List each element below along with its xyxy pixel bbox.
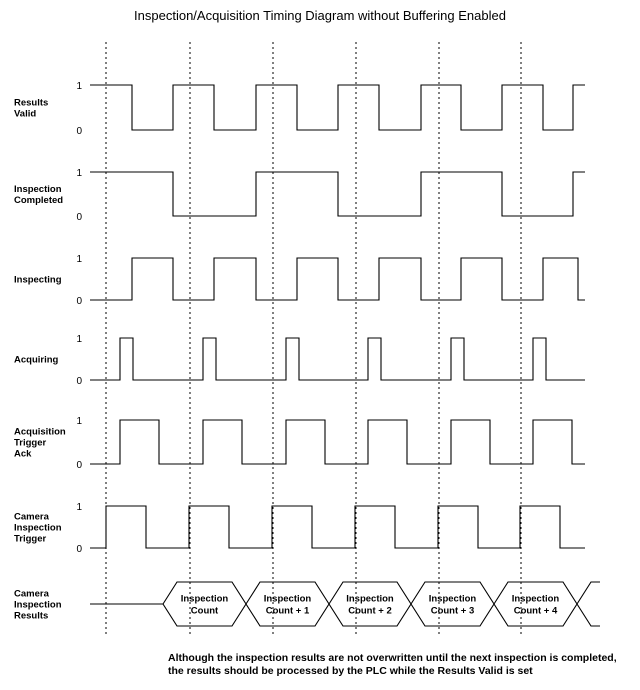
signal-label-line: Inspecting — [14, 275, 62, 286]
signal-label-line: Valid — [14, 109, 36, 120]
signal-label-line: Trigger — [14, 438, 47, 449]
axis-tick-high: 1 — [76, 416, 82, 427]
axis-tick-low: 0 — [76, 376, 82, 387]
axis-tick-high: 1 — [76, 168, 82, 179]
axis-tick-low: 0 — [76, 212, 82, 223]
bus-signal-label-line: Inspection — [14, 600, 62, 611]
axis-tick-high: 1 — [76, 334, 82, 345]
bus-signal-label-line: Results — [14, 611, 48, 622]
signal-row-2: 1 0 Inspecting — [14, 254, 585, 307]
axis-tick-high: 1 — [76, 254, 82, 265]
axis-tick-low: 0 — [76, 296, 82, 307]
signal-layer: 10ResultsValid10InspectionCompleted10Ins… — [14, 81, 585, 555]
bus-segment-label-line: Inspection — [429, 594, 477, 605]
footer-note-line-1: Although the inspection results are not … — [168, 652, 617, 664]
waveform-path — [90, 257, 585, 301]
bus-segment-label-line: Count + 2 — [348, 606, 392, 617]
signal-label-line: Ack — [14, 449, 32, 460]
waveform-path — [90, 84, 585, 131]
bus-segment-label-line: Count + 3 — [431, 606, 475, 617]
bus-tail — [576, 581, 600, 627]
bus-segment-label-line: Inspection — [181, 594, 229, 605]
waveform-path — [90, 171, 585, 217]
signal-label-line: Camera — [14, 512, 50, 523]
gridline-layer — [105, 42, 522, 634]
bus-segment-label-line: Count + 1 — [266, 606, 310, 617]
signal-label-line: Inspection — [14, 523, 62, 534]
bus-segment-label-line: Inspection — [512, 594, 560, 605]
axis-tick-high: 1 — [76, 81, 82, 92]
axis-tick-low: 0 — [76, 460, 82, 471]
waveform-path — [90, 505, 585, 549]
footer-note: Although the inspection results are not … — [168, 652, 628, 678]
signal-label-line: Acquiring — [14, 355, 59, 366]
signal-label-line: Results — [14, 98, 48, 109]
axis-tick-low: 0 — [76, 544, 82, 555]
signal-row-3: 1 0 Acquiring — [14, 334, 585, 387]
axis-tick-high: 1 — [76, 502, 82, 513]
waveform-path — [90, 337, 585, 381]
bus-segment-label-line: Inspection — [346, 594, 394, 605]
signal-label-line: Acquisition — [14, 427, 66, 438]
signal-label-line: Completed — [14, 195, 63, 206]
bus-segment-label-line: Count + 4 — [514, 606, 558, 617]
axis-tick-low: 0 — [76, 126, 82, 137]
bus-segment-label-line: Count — [191, 606, 219, 617]
signal-label-line: Trigger — [14, 534, 47, 545]
waveform-path — [90, 419, 585, 465]
bus-signal-label-line: Camera — [14, 589, 50, 600]
page-title: Inspection/Acquisition Timing Diagram wi… — [134, 8, 506, 23]
signal-label-line: Inspection — [14, 184, 62, 195]
bus-segment-label-line: Inspection — [264, 594, 312, 605]
footer-note-line-2: the results should be processed by the P… — [168, 665, 533, 677]
